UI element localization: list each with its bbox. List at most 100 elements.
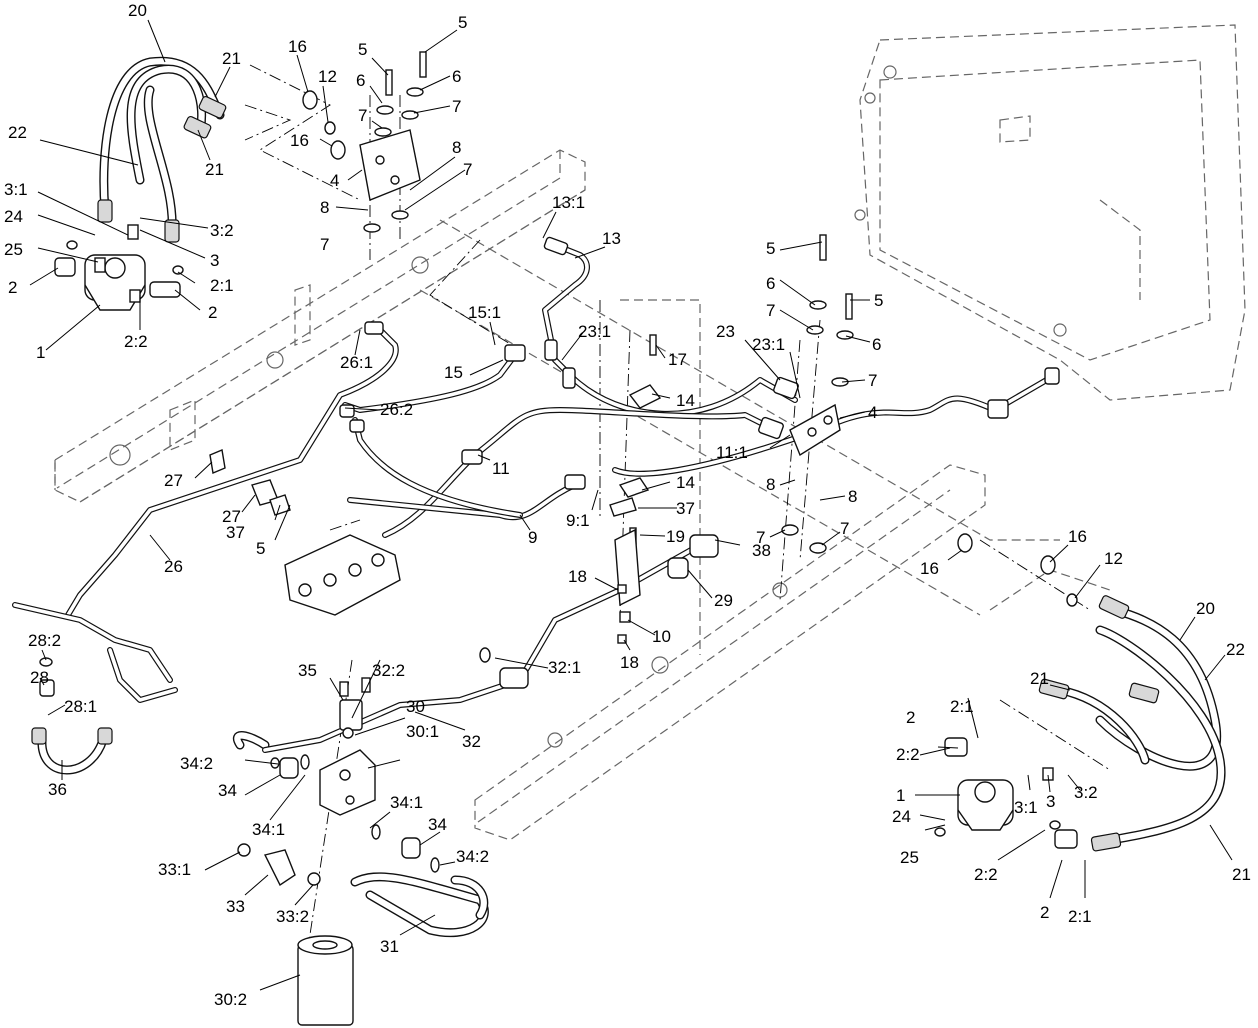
callout-30-1: 30:1 xyxy=(406,722,439,741)
callout-12: 12 xyxy=(1104,549,1123,568)
callout-21: 21 xyxy=(222,49,241,68)
frame-rails xyxy=(54,24,1246,841)
callout-27: 27 xyxy=(164,471,183,490)
callout-37: 37 xyxy=(676,499,695,518)
callout-23: 23 xyxy=(716,322,735,341)
callout-3-1: 3:1 xyxy=(4,180,28,199)
manifold-block xyxy=(319,749,376,816)
callout-2: 2 xyxy=(208,303,217,322)
callout-38: 38 xyxy=(752,541,771,560)
callout-7: 7 xyxy=(840,519,849,538)
callout-21: 21 xyxy=(1232,865,1251,884)
callout-26-1: 26:1 xyxy=(340,353,373,372)
hoses xyxy=(37,56,1226,938)
callout-7: 7 xyxy=(463,160,472,179)
callout-9-1: 9:1 xyxy=(566,511,590,530)
callout-5: 5 xyxy=(874,291,883,310)
callout-15: 15 xyxy=(444,363,463,382)
callout-33: 33 xyxy=(226,897,245,916)
callout-3-1: 3:1 xyxy=(1014,798,1038,817)
valve-block xyxy=(284,534,401,616)
filter-canister xyxy=(297,944,354,1026)
callout-34: 34 xyxy=(428,815,447,834)
callout-6: 6 xyxy=(872,335,881,354)
callout-35: 35 xyxy=(298,661,317,680)
callout-34-1: 34:1 xyxy=(390,793,423,812)
callout-2-1: 2:1 xyxy=(1068,907,1092,926)
callout-34-2: 34:2 xyxy=(180,754,213,773)
callout-17: 17 xyxy=(668,350,687,369)
callout-2-2: 2:2 xyxy=(124,332,148,351)
callout-12: 12 xyxy=(318,67,337,86)
callout-7: 7 xyxy=(358,106,367,125)
callout-7: 7 xyxy=(320,235,329,254)
callout-2: 2 xyxy=(906,708,915,727)
callout-26-2: 26:2 xyxy=(380,400,413,419)
callout-16: 16 xyxy=(288,37,307,56)
callout-1: 1 xyxy=(896,786,905,805)
callout-3: 3 xyxy=(210,251,219,270)
callout-5: 5 xyxy=(256,539,265,558)
callout-7: 7 xyxy=(766,301,775,320)
callout-34-2: 34:2 xyxy=(456,847,489,866)
callout-33-2: 33:2 xyxy=(276,907,309,926)
callout-13-1: 13:1 xyxy=(552,193,585,212)
callout-20: 20 xyxy=(128,1,147,20)
callout-21: 21 xyxy=(1030,669,1049,688)
callout-30: 30 xyxy=(406,697,425,716)
callout-14: 14 xyxy=(676,473,695,492)
callout-5: 5 xyxy=(358,40,367,59)
callout-7: 7 xyxy=(868,371,877,390)
callout-4: 4 xyxy=(330,171,339,190)
callout-10: 10 xyxy=(652,627,671,646)
callout-2: 2 xyxy=(8,278,17,297)
callout-19: 19 xyxy=(666,527,685,546)
callout-37: 37 xyxy=(226,523,245,542)
callout-14: 14 xyxy=(676,391,695,410)
callout-20: 20 xyxy=(1196,599,1215,618)
callout-11-1: 11:1 xyxy=(716,443,748,462)
callout-2-1: 2:1 xyxy=(950,697,974,716)
callout-6: 6 xyxy=(766,274,775,293)
callout-8: 8 xyxy=(766,475,775,494)
callout-8: 8 xyxy=(452,138,461,157)
callout-8: 8 xyxy=(320,198,329,217)
callout-26: 26 xyxy=(164,557,183,576)
callout-3-2: 3:2 xyxy=(210,221,234,240)
fittings xyxy=(31,51,1160,1026)
callout-2-2: 2:2 xyxy=(896,745,920,764)
tubes xyxy=(12,242,1053,753)
callout-22: 22 xyxy=(1226,640,1245,659)
callout-9: 9 xyxy=(528,528,537,547)
callout-18: 18 xyxy=(620,653,639,672)
callout-11: 11 xyxy=(492,459,510,478)
callout-27: 27 xyxy=(222,507,241,526)
callout-3: 3 xyxy=(1046,792,1055,811)
callout-5: 5 xyxy=(766,239,775,258)
callout-16: 16 xyxy=(1068,527,1087,546)
callout-labels: 20 21 16 12 5 5 6 6 7 7 22 16 8 7 4 21 8… xyxy=(4,1,1251,1009)
callout-23-1: 23:1 xyxy=(752,335,785,354)
leader-lines xyxy=(29,19,1233,991)
callout-7: 7 xyxy=(756,528,765,547)
callout-25: 25 xyxy=(900,848,919,867)
callout-2-1: 2:1 xyxy=(210,276,234,295)
callout-3-2: 3:2 xyxy=(1074,783,1098,802)
callout-24: 24 xyxy=(892,807,911,826)
callout-23-1: 23:1 xyxy=(578,322,611,341)
callout-22: 22 xyxy=(8,123,27,142)
callout-24: 24 xyxy=(4,207,23,226)
callout-32: 32 xyxy=(462,732,481,751)
callout-13: 13 xyxy=(602,229,621,248)
callout-28-1: 28:1 xyxy=(64,697,97,716)
callout-18: 18 xyxy=(568,567,587,586)
callout-6: 6 xyxy=(356,71,365,90)
callout-34: 34 xyxy=(218,781,237,800)
callout-33-1: 33:1 xyxy=(158,860,191,879)
callout-16: 16 xyxy=(290,131,309,150)
callout-8: 8 xyxy=(848,487,857,506)
callout-21: 21 xyxy=(205,160,224,179)
callout-2-2: 2:2 xyxy=(974,865,998,884)
callout-29: 29 xyxy=(714,591,733,610)
